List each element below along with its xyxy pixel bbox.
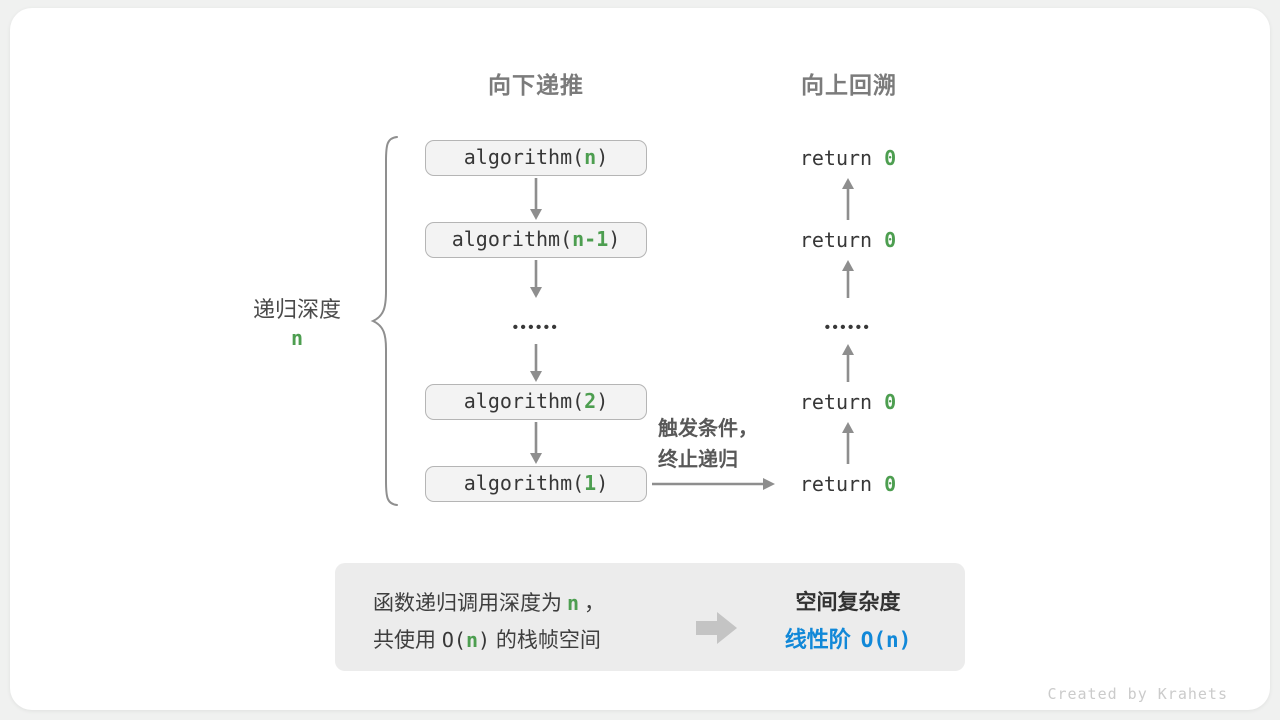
- ellipsis-left: ••••••: [512, 319, 560, 336]
- annotation-line1: 触发条件，: [658, 418, 758, 440]
- call-label: algorithm(1): [463, 471, 609, 495]
- call-label: algorithm(n): [463, 145, 609, 169]
- up-arrow: [842, 422, 854, 464]
- down-arrow: [530, 178, 542, 220]
- return-label: return 0: [799, 472, 897, 496]
- return-row: return 0: [775, 228, 921, 252]
- call-box-2: algorithm(2): [425, 384, 647, 420]
- summary-left-line2: 共使用 O(n) 的栈帧空间: [373, 628, 601, 652]
- return-row: return 0: [775, 390, 921, 414]
- base-case-arrow: [652, 478, 775, 490]
- up-arrow: [842, 260, 854, 298]
- call-box-n: algorithm(n): [425, 140, 647, 176]
- annotation-line2: 终止递归: [658, 449, 738, 471]
- depth-brace: [370, 136, 398, 506]
- return-label: return 0: [799, 228, 897, 252]
- depth-label: 递归深度: [252, 297, 341, 322]
- return-row: return 0: [775, 472, 921, 496]
- down-arrow: [530, 344, 542, 382]
- up-arrow: [842, 178, 854, 220]
- down-arrow: [530, 422, 542, 464]
- return-row: return 0: [775, 146, 921, 170]
- depth-value: n: [290, 326, 304, 350]
- column-header-backtrack-up: 向上回溯: [801, 72, 897, 98]
- call-label: algorithm(n-1): [451, 227, 621, 251]
- return-label: return 0: [799, 390, 897, 414]
- summary-right-title: 空间复杂度: [795, 591, 901, 614]
- ellipsis-right: ••••••: [824, 319, 872, 336]
- down-arrow: [530, 260, 542, 298]
- call-box-n-1: algorithm(n-1): [425, 222, 647, 258]
- column-header-recurse-down: 向下递推: [488, 72, 584, 98]
- return-label: return 0: [799, 146, 897, 170]
- call-label: algorithm(2): [463, 389, 609, 413]
- call-box-1: algorithm(1): [425, 466, 647, 502]
- implies-arrow-icon: [696, 612, 737, 644]
- credit-text: Created by Krahets: [1047, 685, 1228, 703]
- up-arrow: [842, 344, 854, 382]
- diagram-card: 向下递推 向上回溯 递归深度 n algorithm(n) algorithm(…: [10, 8, 1270, 710]
